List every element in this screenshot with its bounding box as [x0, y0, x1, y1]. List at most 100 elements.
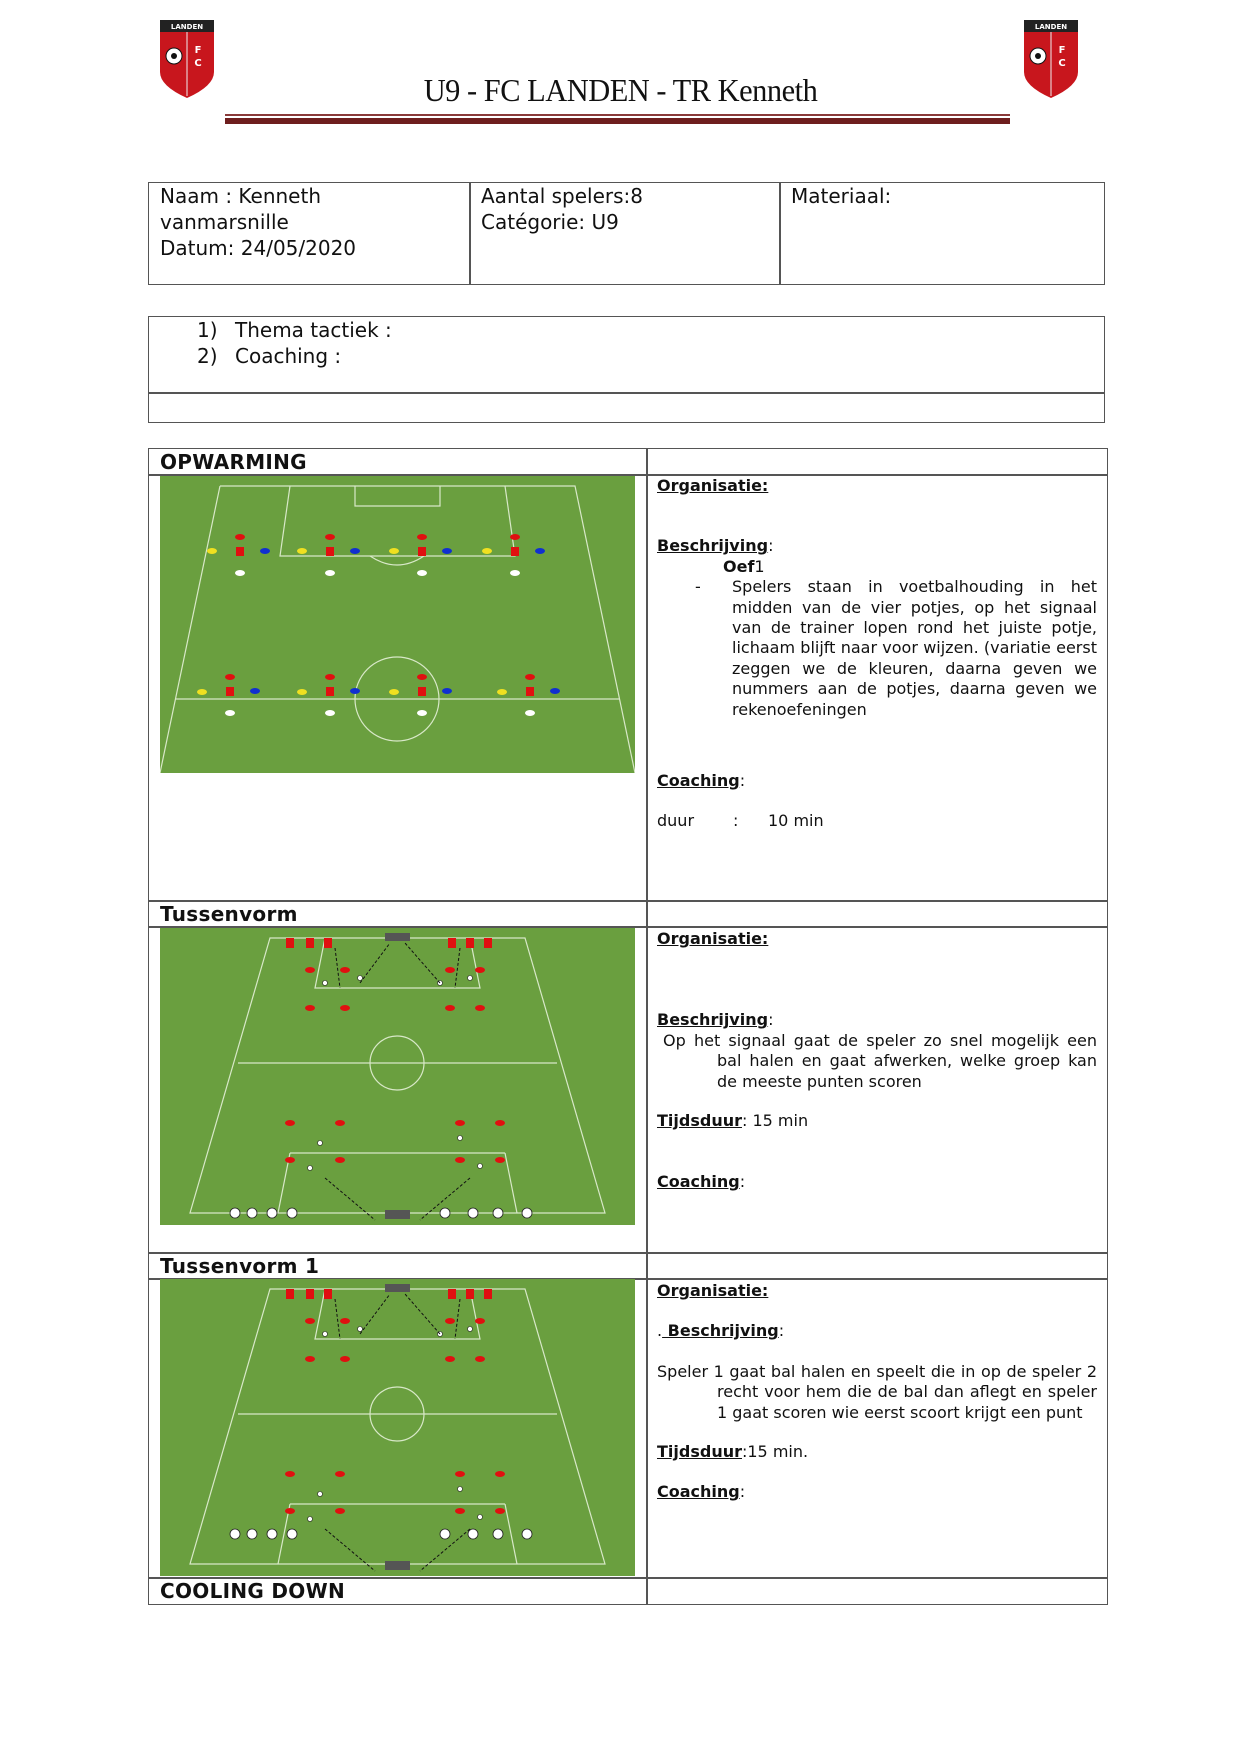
- svg-text:LANDEN: LANDEN: [171, 23, 203, 31]
- player-red: [418, 687, 426, 696]
- club-logo-left: LANDEN F C: [160, 20, 214, 98]
- player-white: [467, 1207, 479, 1219]
- cone-white: [225, 710, 235, 716]
- cone-red: [445, 967, 455, 973]
- oef-text: Spelers staan in voetbalhouding in het m…: [732, 577, 1097, 719]
- player-white: [229, 1528, 241, 1540]
- tijdsduur-label: Tijdsduur: [657, 1442, 742, 1462]
- player-red: [484, 1289, 492, 1299]
- penalty-area: [279, 485, 516, 557]
- row-line: [148, 926, 1108, 928]
- section-title-opwarming: OPWARMING: [160, 450, 307, 474]
- cone-red: [225, 674, 235, 680]
- penalty-area-top: [314, 937, 481, 989]
- player-red: [448, 938, 456, 948]
- cone-white: [417, 570, 427, 576]
- ball: [307, 1516, 313, 1522]
- cone-red: [417, 534, 427, 540]
- player-white: [521, 1528, 533, 1540]
- cone-red: [235, 534, 245, 540]
- cone-red: [475, 1356, 485, 1362]
- beschrijving-heading: Beschrijving:: [657, 1010, 1097, 1030]
- player-red: [448, 1289, 456, 1299]
- cone-red: [285, 1157, 295, 1163]
- movement-arrow: [419, 1177, 471, 1221]
- cone-red: [340, 1005, 350, 1011]
- theme-label: Thema tactiek :: [235, 318, 392, 342]
- ball: [477, 1163, 483, 1169]
- row-line: [148, 474, 1108, 476]
- aantal-spelers: Aantal spelers:8: [481, 184, 644, 208]
- page-title: U9 - FC LANDEN - TR Kenneth: [423, 72, 818, 108]
- ball: [317, 1491, 323, 1497]
- theme-item-1: 1) Thema tactiek :: [197, 317, 392, 343]
- ball: [307, 1165, 313, 1171]
- organisatie-label: Organisatie:: [657, 476, 769, 495]
- cone-red: [495, 1508, 505, 1514]
- coaching-label: Coaching: [657, 1482, 740, 1502]
- cone-red: [305, 1005, 315, 1011]
- cone-red: [335, 1120, 345, 1126]
- svg-text:F: F: [195, 45, 202, 56]
- penalty-area-bottom: [277, 1503, 518, 1565]
- cone-blue: [535, 548, 545, 554]
- ball: [317, 1140, 323, 1146]
- goal-bottom: [385, 1561, 410, 1570]
- tussenvorm1-description: Organisatie: . Beschrijving: Speler 1 ga…: [657, 1281, 1097, 1503]
- player-white: [492, 1207, 504, 1219]
- movement-arrow: [454, 1298, 461, 1340]
- colon: :: [768, 1010, 774, 1030]
- cone-blue: [442, 548, 452, 554]
- beschrijving-prefix: .: [657, 1321, 663, 1341]
- duur-label: duur: [657, 811, 695, 831]
- section-title-tussenvorm: Tussenvorm: [160, 902, 298, 926]
- player-white: [246, 1207, 258, 1219]
- player-red: [324, 938, 332, 948]
- cone-blue: [350, 688, 360, 694]
- cone-yellow: [297, 548, 307, 554]
- cone-blue: [350, 548, 360, 554]
- ball: [357, 1326, 363, 1332]
- cone-red: [285, 1508, 295, 1514]
- title-rule-thin: [225, 114, 1010, 116]
- tussenvorm-text: Op het signaal gaat de speler zo snel mo…: [663, 1030, 1097, 1091]
- info-divider: [779, 182, 781, 285]
- coaching-heading: Coaching:: [657, 1172, 1097, 1192]
- player-red: [324, 1289, 332, 1299]
- cone-blue: [442, 688, 452, 694]
- cone-yellow: [197, 689, 207, 695]
- section-title-tussenvorm1: Tussenvorm 1: [160, 1254, 320, 1278]
- tijdsduur-row: Tijdsduur: 15 min: [657, 1111, 1097, 1131]
- svg-text:C: C: [194, 58, 201, 69]
- center-circle: [369, 1035, 425, 1091]
- cone-red: [305, 1318, 315, 1324]
- info-naam-cell: Naam : Kenneth vanmarsnille Datum: 24/05…: [160, 183, 356, 261]
- cone-red: [455, 1157, 465, 1163]
- player-red: [236, 547, 244, 556]
- player-white: [521, 1207, 533, 1219]
- player-white: [286, 1528, 298, 1540]
- ball: [357, 975, 363, 981]
- player-white: [467, 1528, 479, 1540]
- cone-red: [285, 1471, 295, 1477]
- theme-num: 2): [197, 344, 218, 368]
- cone-red: [325, 534, 335, 540]
- theme-num: 1): [197, 318, 218, 342]
- theme-label: Coaching :: [235, 344, 342, 368]
- movement-arrow: [334, 1298, 341, 1340]
- player-white: [286, 1207, 298, 1219]
- player-red: [326, 687, 334, 696]
- pitch-diagram-opwarming: [160, 476, 635, 773]
- cone-white: [235, 570, 245, 576]
- opwarming-description: Organisatie: Beschrijving: Oef1 - Speler…: [657, 476, 1097, 832]
- cone-blue: [550, 688, 560, 694]
- pitch-outline: [189, 937, 606, 1214]
- cone-yellow: [497, 689, 507, 695]
- goal-top: [385, 1284, 410, 1292]
- cone-red: [285, 1120, 295, 1126]
- ball: [457, 1486, 463, 1492]
- cone-red: [475, 967, 485, 973]
- theme-item-2: 2) Coaching :: [197, 343, 392, 369]
- exercise-table: [148, 448, 1108, 1605]
- coaching-heading: Coaching:: [657, 771, 1097, 791]
